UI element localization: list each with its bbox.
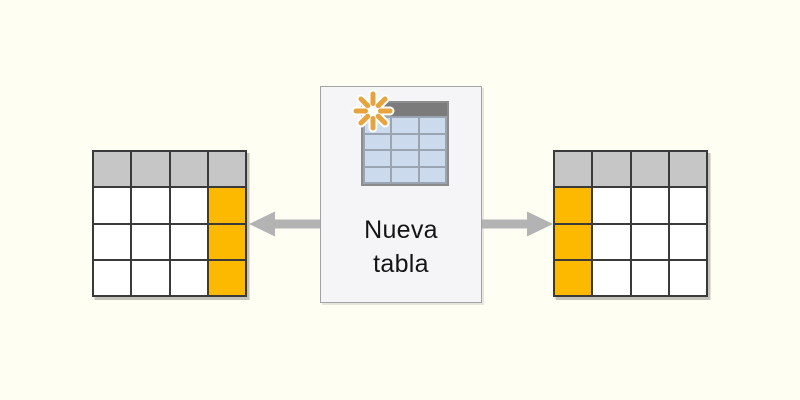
new-table-card: Nueva tabla [320, 86, 482, 303]
table-cell-highlight [555, 224, 592, 259]
table-icon-cell [419, 167, 445, 182]
table-cell-header [593, 152, 630, 187]
table-cell-empty [94, 260, 131, 295]
table-cell-empty [593, 224, 630, 259]
table-cell-highlight [208, 260, 245, 295]
arrow-right-icon [482, 211, 553, 237]
right-table-first-column-highlighted [553, 150, 708, 297]
table-cell-empty [170, 188, 207, 223]
table-cell-empty [593, 260, 630, 295]
arrow-left-icon [249, 211, 320, 237]
table-icon-cell [365, 167, 391, 182]
table-cell-empty [669, 188, 706, 223]
new-table-icon [361, 101, 449, 186]
table-cell-header [555, 152, 592, 187]
card-label: Nueva tabla [321, 213, 481, 281]
table-icon-cell [392, 134, 418, 149]
table-icon-cell [392, 118, 418, 133]
table-cell-empty [593, 188, 630, 223]
table-cell-empty [132, 188, 169, 223]
table-cell-highlight [555, 260, 592, 295]
sparkle-icon [351, 89, 395, 133]
table-icon-cell [419, 118, 445, 133]
table-cell-header [208, 152, 245, 187]
table-icon-cell [365, 151, 391, 166]
table-cell-empty [170, 224, 207, 259]
left-table-last-column-highlighted [92, 150, 247, 297]
table-cell-header [170, 152, 207, 187]
table-cell-empty [631, 224, 668, 259]
table-cell-highlight [208, 188, 245, 223]
table-cell-empty [132, 260, 169, 295]
table-icon-cell [392, 167, 418, 182]
table-cell-highlight [555, 188, 592, 223]
table-cell-empty [631, 260, 668, 295]
table-cell-header [631, 152, 668, 187]
table-icon-cell [365, 134, 391, 149]
card-label-line2: tabla [373, 250, 429, 278]
card-label-line1: Nueva [364, 216, 438, 244]
table-cell-empty [170, 260, 207, 295]
table-cell-empty [132, 224, 169, 259]
table-cell-empty [94, 188, 131, 223]
table-cell-empty [669, 260, 706, 295]
table-cell-header [132, 152, 169, 187]
table-cell-highlight [208, 224, 245, 259]
table-cell-empty [631, 188, 668, 223]
table-cell-empty [94, 224, 131, 259]
table-icon-cell [419, 134, 445, 149]
table-icon-cell [419, 151, 445, 166]
table-cell-empty [669, 224, 706, 259]
table-cell-header [94, 152, 131, 187]
table-cell-header [669, 152, 706, 187]
table-icon-cell [392, 151, 418, 166]
